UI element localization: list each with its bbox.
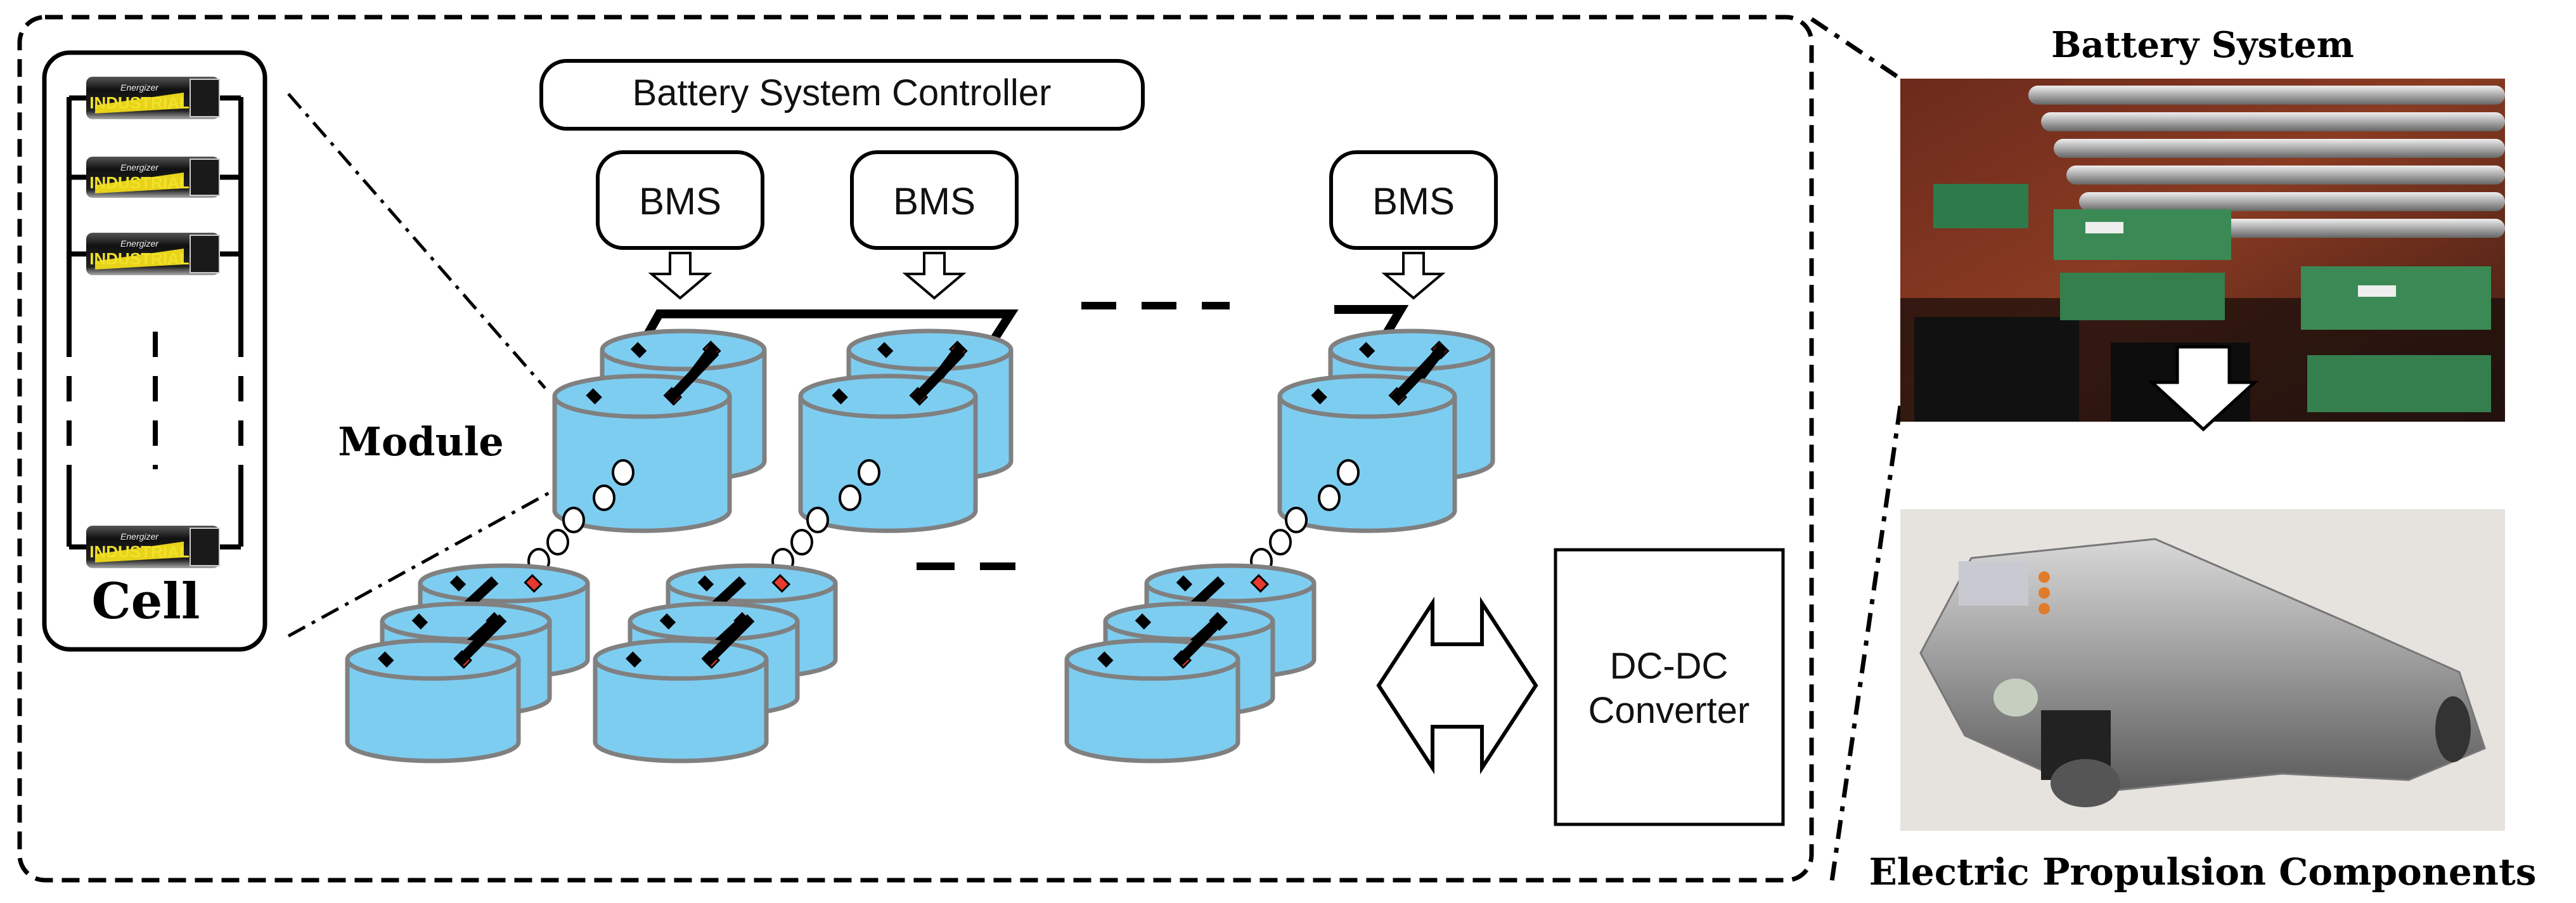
bidirectional-arrow xyxy=(1376,596,1538,775)
cell-label: Cell xyxy=(92,573,200,630)
battery-brand-text: Energizer xyxy=(120,82,159,93)
bms-box xyxy=(596,150,764,250)
negative-terminal xyxy=(659,613,676,630)
bus-wire-right xyxy=(1334,305,1409,339)
series-ellipsis-dot xyxy=(806,507,829,533)
bms-label: BMS xyxy=(893,180,976,223)
battery-logo-text: INDUSTRIAL xyxy=(89,173,190,192)
bms-label: BMS xyxy=(1372,180,1455,223)
series-ellipsis-dot xyxy=(546,529,569,555)
battery-module-cylinder xyxy=(798,374,978,533)
bms-unit: BMS xyxy=(596,150,764,300)
series-ellipsis-dot xyxy=(562,507,585,533)
negative-terminal xyxy=(411,613,428,630)
battery-system-title: Battery System xyxy=(2051,24,2354,66)
battery-brand-text: Energizer xyxy=(120,162,159,172)
converter-label-line2: Converter xyxy=(1588,690,1750,731)
series-ellipsis-dot xyxy=(1337,459,1360,486)
negative-terminal xyxy=(1358,342,1375,358)
battery-module-cylinder xyxy=(552,374,732,533)
zoom-line-top xyxy=(287,93,546,389)
negative-terminal xyxy=(378,651,394,668)
bms-down-arrow xyxy=(1381,252,1446,300)
module-pack-frame xyxy=(17,15,1814,883)
bms-unit: BMS xyxy=(1329,150,1498,300)
zoom-line-right-bottom xyxy=(1829,405,1903,882)
negative-terminal xyxy=(877,342,894,358)
negative-terminal xyxy=(630,342,647,358)
battery-system-controller-box xyxy=(539,59,1145,131)
battery-logo-text: INDUSTRIAL xyxy=(89,542,190,561)
battery-logo-text: INDUSTRIAL xyxy=(89,93,190,112)
battery-roller xyxy=(2079,192,2505,211)
module-connector-strap xyxy=(454,614,507,667)
negative-terminal xyxy=(1135,613,1152,630)
bms-down-arrow xyxy=(902,252,967,300)
battery-module-cylinder xyxy=(345,638,521,763)
battery-brand-text: Energizer xyxy=(120,238,159,249)
battery-brand-text: Energizer xyxy=(120,531,159,542)
module-group-top xyxy=(1277,328,1495,533)
battery-module-cylinder xyxy=(593,638,769,763)
module-connector-strap xyxy=(911,348,965,404)
controller-label: Battery System Controller xyxy=(633,72,1052,114)
bms-label: BMS xyxy=(639,180,721,223)
negative-terminal xyxy=(586,388,602,405)
module-group-bottom xyxy=(593,563,838,763)
module-connector-strap xyxy=(702,614,755,667)
module-group-top xyxy=(798,328,1014,533)
cell-panel: INDUSTRIALEnergizerINDUSTRIALEnergizerIN… xyxy=(42,50,267,652)
module-group-top xyxy=(552,328,767,533)
battery-roller xyxy=(2028,86,2505,105)
module-group-bottom xyxy=(345,563,590,763)
series-ellipsis-dot xyxy=(612,459,634,486)
negative-terminal xyxy=(449,575,467,592)
series-ellipsis-dot xyxy=(1318,484,1341,511)
negative-terminal xyxy=(697,575,714,592)
positive-terminal xyxy=(771,574,791,593)
module-group-bottom xyxy=(1064,563,1317,763)
negative-terminal xyxy=(1176,575,1193,592)
bms-down-arrow xyxy=(648,252,712,300)
bms-unit: BMS xyxy=(850,150,1019,300)
series-ellipsis-dot xyxy=(1285,507,1308,533)
dc-dc-converter-box xyxy=(1554,548,1785,826)
zoom-line-bottom xyxy=(287,488,555,638)
series-ellipsis-dot xyxy=(839,484,861,511)
bms-box xyxy=(1329,150,1498,250)
module-label: Module xyxy=(338,419,503,465)
converter-label-line1: DC-DC xyxy=(1610,646,1729,687)
negative-terminal xyxy=(626,651,642,668)
battery-roller xyxy=(2054,139,2505,158)
electric-propulsion-photo xyxy=(1900,509,2505,831)
down-arrow-photo xyxy=(2148,345,2259,432)
zoom-line-right-top xyxy=(1810,17,1902,81)
battery-module-cylinder xyxy=(1064,638,1240,763)
battery-module-cylinder xyxy=(1277,374,1457,533)
battery-roller xyxy=(2041,112,2505,131)
module-connector-strap xyxy=(1173,614,1227,667)
negative-terminal xyxy=(1311,388,1327,405)
electric-propulsion-title: Electric Propulsion Components xyxy=(1869,850,2537,893)
battery-logo-text: INDUSTRIAL xyxy=(89,249,190,268)
positive-terminal xyxy=(524,574,543,593)
positive-terminal xyxy=(1250,574,1270,593)
module-connector-strap xyxy=(1390,348,1445,404)
negative-terminal xyxy=(832,388,848,405)
bms-box xyxy=(850,150,1019,250)
module-connector-strap xyxy=(665,348,719,404)
series-ellipsis-dot xyxy=(1269,529,1292,555)
series-ellipsis-dot xyxy=(858,459,880,486)
series-ellipsis-dot xyxy=(790,529,813,555)
series-ellipsis-dot xyxy=(593,484,615,511)
negative-terminal xyxy=(1097,651,1114,668)
battery-roller xyxy=(2066,166,2505,185)
